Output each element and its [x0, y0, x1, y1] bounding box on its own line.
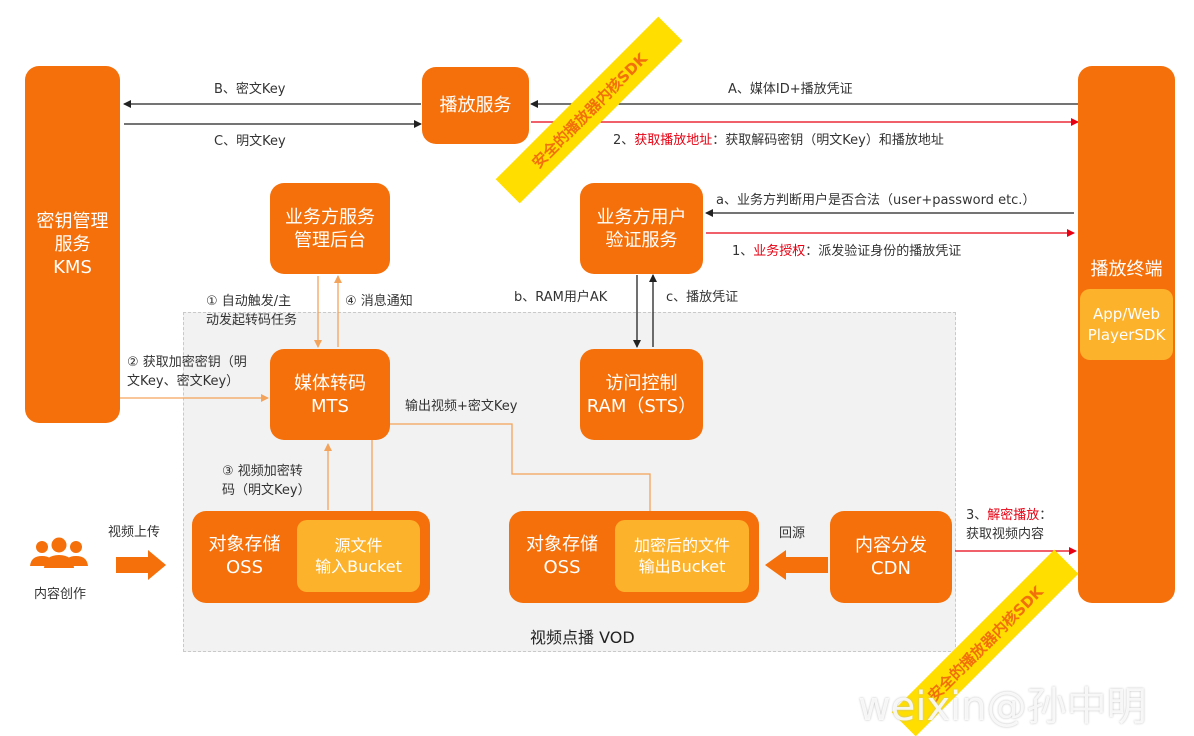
output-bucket-box: 加密后的文件 输出Bucket — [615, 520, 749, 592]
label-c-cred: c、播放凭证 — [666, 290, 739, 305]
encrypt-line2: 码（明文Key） — [222, 483, 311, 498]
label-notify: ④ 消息通知 — [345, 294, 413, 309]
label-output-video: 输出视频+密文Key — [405, 399, 518, 414]
label-a-media: A、媒体ID+播放凭证 — [728, 82, 853, 97]
step1-rest: ：派发验证身份的播放凭证 — [805, 244, 962, 259]
step2-prefix: 2、 — [613, 133, 635, 148]
oss-source-line2: OSS — [225, 557, 264, 578]
player-sdk-line1: App/Web — [1092, 304, 1161, 323]
biz-backend-line2: 管理后台 — [294, 229, 366, 251]
step2-highlight: 获取播放地址 — [634, 133, 713, 148]
label-c-key: C、明文Key — [214, 134, 286, 149]
biz-backend-line1: 业务方服务 — [285, 206, 375, 228]
source-bucket-line2: 输入Bucket — [315, 557, 402, 576]
label-get-keys: ② 获取加密密钥（明 文Key、密文Key） — [127, 353, 247, 391]
source-bucket-box: 源文件 输入Bucket — [297, 520, 420, 592]
get-keys-line2: 文Key、密文Key） — [127, 374, 240, 389]
oss-source-line1: 对象存储 — [208, 534, 281, 555]
label-trigger: ① 自动触发/主 动发起转码任务 — [206, 292, 297, 330]
upload-block-arrow — [116, 550, 166, 580]
step1-highlight: 业务授权 — [753, 244, 806, 259]
cdn-line2: CDN — [871, 558, 911, 579]
label-a-auth: a、业务方判断用户是否合法（user+password etc.） — [716, 193, 1036, 208]
terminal-label: 播放终端 — [1090, 259, 1163, 280]
label-creator: 内容创作 — [34, 587, 87, 602]
output-bucket-line2: 输出Bucket — [638, 557, 726, 576]
step3-line2: 获取视频内容 — [966, 527, 1045, 542]
user-auth-line1: 业务方用户 — [596, 206, 687, 228]
label-back-source: 回源 — [779, 526, 806, 541]
biz-backend-box: 业务方服务 管理后台 — [270, 183, 390, 274]
cdn-box: 内容分发 CDN — [830, 511, 952, 603]
step2-rest: ：获取解码密钥（明文Key）和播放地址 — [712, 133, 944, 148]
step1-prefix: 1、 — [732, 244, 754, 259]
play-service-label: 播放服务 — [439, 95, 512, 116]
cdn-line1: 内容分发 — [855, 535, 927, 556]
label-encrypt: ③ 视频加密转 码（明文Key） — [222, 462, 311, 500]
user-auth-line2: 验证服务 — [605, 229, 678, 251]
kms-box: 密钥管理 服务 KMS — [25, 66, 120, 423]
encrypt-line1: ③ 视频加密转 — [222, 464, 303, 479]
output-bucket-line1: 加密后的文件 — [633, 536, 730, 555]
get-keys-line1: ② 获取加密密钥（明 — [127, 355, 247, 370]
player-sdk-box: App/Web PlayerSDK — [1080, 289, 1173, 360]
vod-title: 视频点播 VOD — [530, 628, 635, 647]
label-b-ram: b、RAM用户AK — [514, 290, 608, 305]
step3-prefix: 3、 — [966, 508, 988, 523]
oss-source-label: 对象存储 OSS — [192, 533, 297, 579]
source-bucket-line1: 源文件 — [334, 536, 383, 555]
mts-line2: MTS — [311, 395, 349, 417]
oss-output-label: 对象存储 OSS — [509, 533, 615, 579]
user-auth-box: 业务方用户 验证服务 — [580, 183, 703, 274]
kms-line2: 服务 — [54, 234, 91, 255]
mts-line1: 媒体转码 — [294, 372, 366, 394]
oss-output-line1: 对象存储 — [526, 534, 598, 555]
player-sdk-line2: PlayerSDK — [1087, 325, 1166, 344]
step3-line1: 3、解密播放： — [966, 506, 1052, 525]
label-upload: 视频上传 — [108, 525, 161, 540]
kms-line1: 密钥管理 — [36, 211, 109, 232]
creator-people-icon — [30, 537, 88, 568]
ram-line2: RAM（STS） — [586, 395, 697, 417]
ram-box: 访问控制 RAM（STS） — [580, 349, 703, 440]
trigger-line2: 动发起转码任务 — [206, 313, 298, 328]
step3-highlight: 解密播放 — [987, 508, 1040, 523]
trigger-line1: ① 自动触发/主 — [206, 294, 292, 309]
kms-line3: KMS — [53, 257, 92, 278]
label-step2: 2、获取播放地址：获取解码密钥（明文Key）和播放地址 — [613, 131, 944, 150]
label-step1: 1、业务授权：派发验证身份的播放凭证 — [732, 242, 961, 261]
ram-line1: 访问控制 — [605, 372, 678, 394]
step3-suffix: ： — [1039, 508, 1053, 523]
watermark: weixin@孙中明 — [858, 684, 1147, 730]
arrow-output — [371, 423, 654, 520]
play-service-box: 播放服务 — [422, 67, 529, 144]
mts-box: 媒体转码 MTS — [270, 349, 390, 440]
label-step3: 3、解密播放： 获取视频内容 — [966, 506, 1052, 544]
label-b-key: B、密文Key — [214, 82, 286, 97]
back-source-block-arrow — [765, 550, 828, 580]
oss-output-line2: OSS — [543, 557, 581, 578]
